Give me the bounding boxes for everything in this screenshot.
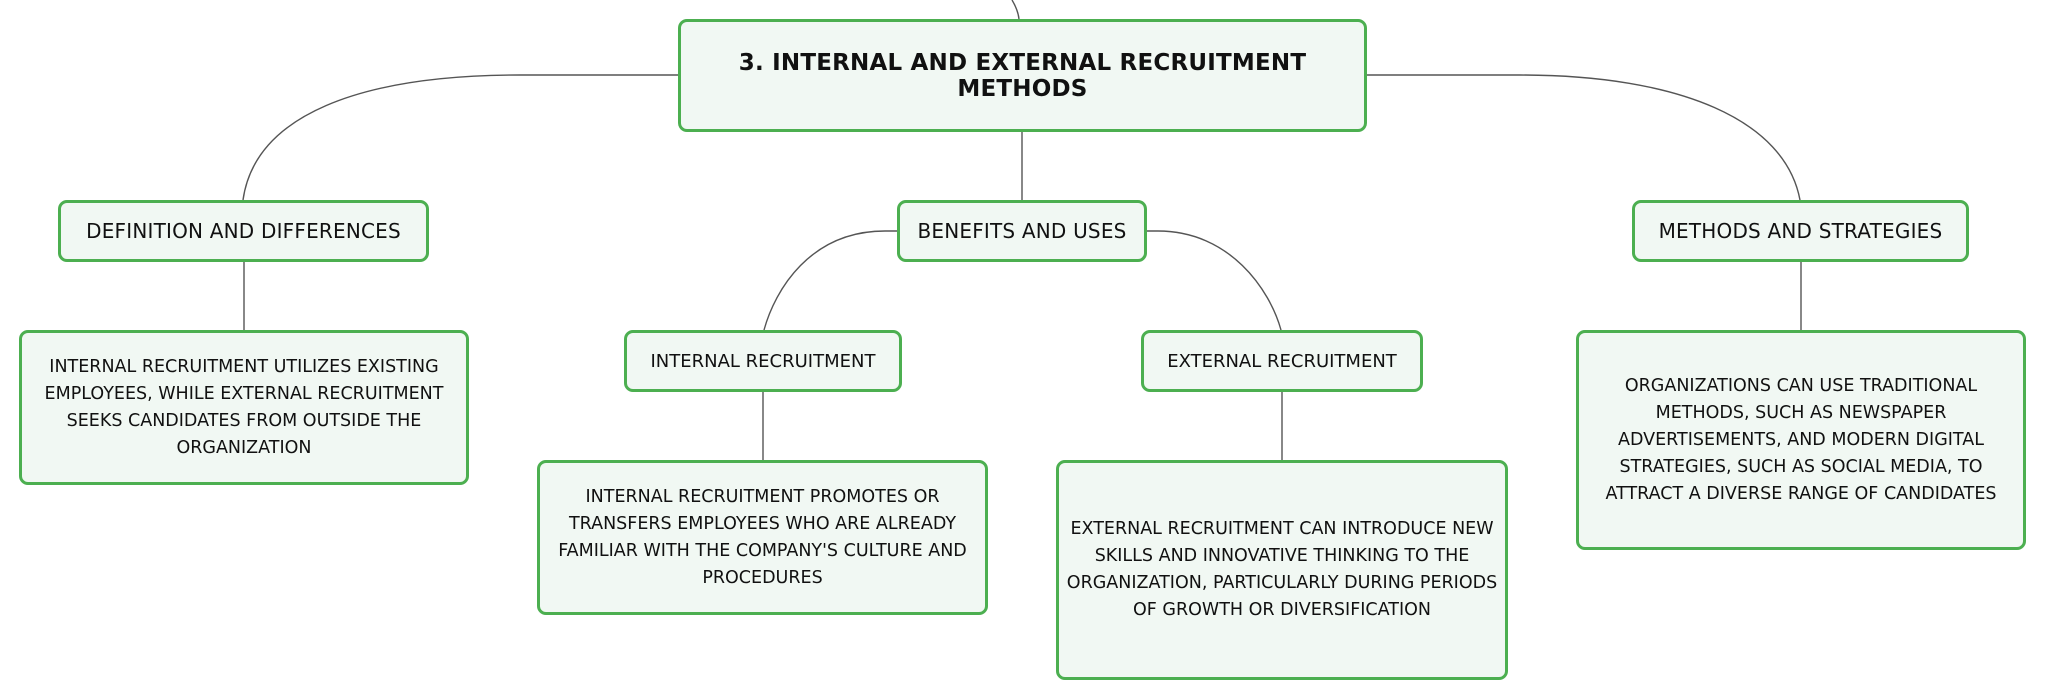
connector-benefits-to-external bbox=[1147, 230, 1282, 331]
connector-parent-to-root bbox=[1011, 0, 1020, 20]
connector-benefits-to-internal bbox=[763, 230, 897, 331]
detail-methods-text: ORGANIZATIONS CAN USE TRADITIONAL METHOD… bbox=[1605, 375, 1997, 504]
subtopic-external-label: EXTERNAL RECRUITMENT bbox=[1167, 350, 1397, 372]
topic-methods-and-strategies[interactable]: METHODS AND STRATEGIES bbox=[1632, 200, 1969, 262]
detail-definition[interactable]: INTERNAL RECRUITMENT UTILIZES EXISTING E… bbox=[19, 330, 469, 485]
connector-root-to-definition bbox=[242, 74, 678, 201]
detail-external-recruitment[interactable]: EXTERNAL RECRUITMENT CAN INTRODUCE NEW S… bbox=[1056, 460, 1508, 680]
subtopic-internal-label: INTERNAL RECRUITMENT bbox=[650, 350, 876, 372]
topic-benefits-and-uses[interactable]: BENEFITS AND USES bbox=[897, 200, 1147, 262]
detail-external-text: EXTERNAL RECRUITMENT CAN INTRODUCE NEW S… bbox=[1066, 519, 1498, 620]
topic-definition-and-differences[interactable]: DEFINITION AND DIFFERENCES bbox=[58, 200, 429, 262]
subtopic-internal-recruitment[interactable]: INTERNAL RECRUITMENT bbox=[624, 330, 902, 392]
root-node[interactable]: 3. INTERNAL AND EXTERNAL RECRUITMENT MET… bbox=[678, 19, 1367, 132]
detail-methods-and-strategies[interactable]: ORGANIZATIONS CAN USE TRADITIONAL METHOD… bbox=[1576, 330, 2026, 550]
topic-methods-label: METHODS AND STRATEGIES bbox=[1658, 219, 1943, 243]
detail-internal-recruitment[interactable]: INTERNAL RECRUITMENT PROMOTES OR TRANSFE… bbox=[537, 460, 988, 615]
root-node-label: 3. INTERNAL AND EXTERNAL RECRUITMENT MET… bbox=[738, 49, 1307, 102]
topic-benefits-label: BENEFITS AND USES bbox=[917, 219, 1127, 243]
detail-definition-text: INTERNAL RECRUITMENT UTILIZES EXISTING E… bbox=[44, 356, 444, 458]
topic-definition-label: DEFINITION AND DIFFERENCES bbox=[86, 219, 401, 243]
subtopic-external-recruitment[interactable]: EXTERNAL RECRUITMENT bbox=[1141, 330, 1423, 392]
detail-internal-text: INTERNAL RECRUITMENT PROMOTES OR TRANSFE… bbox=[558, 486, 967, 588]
connector-root-to-methods bbox=[1367, 74, 1801, 201]
